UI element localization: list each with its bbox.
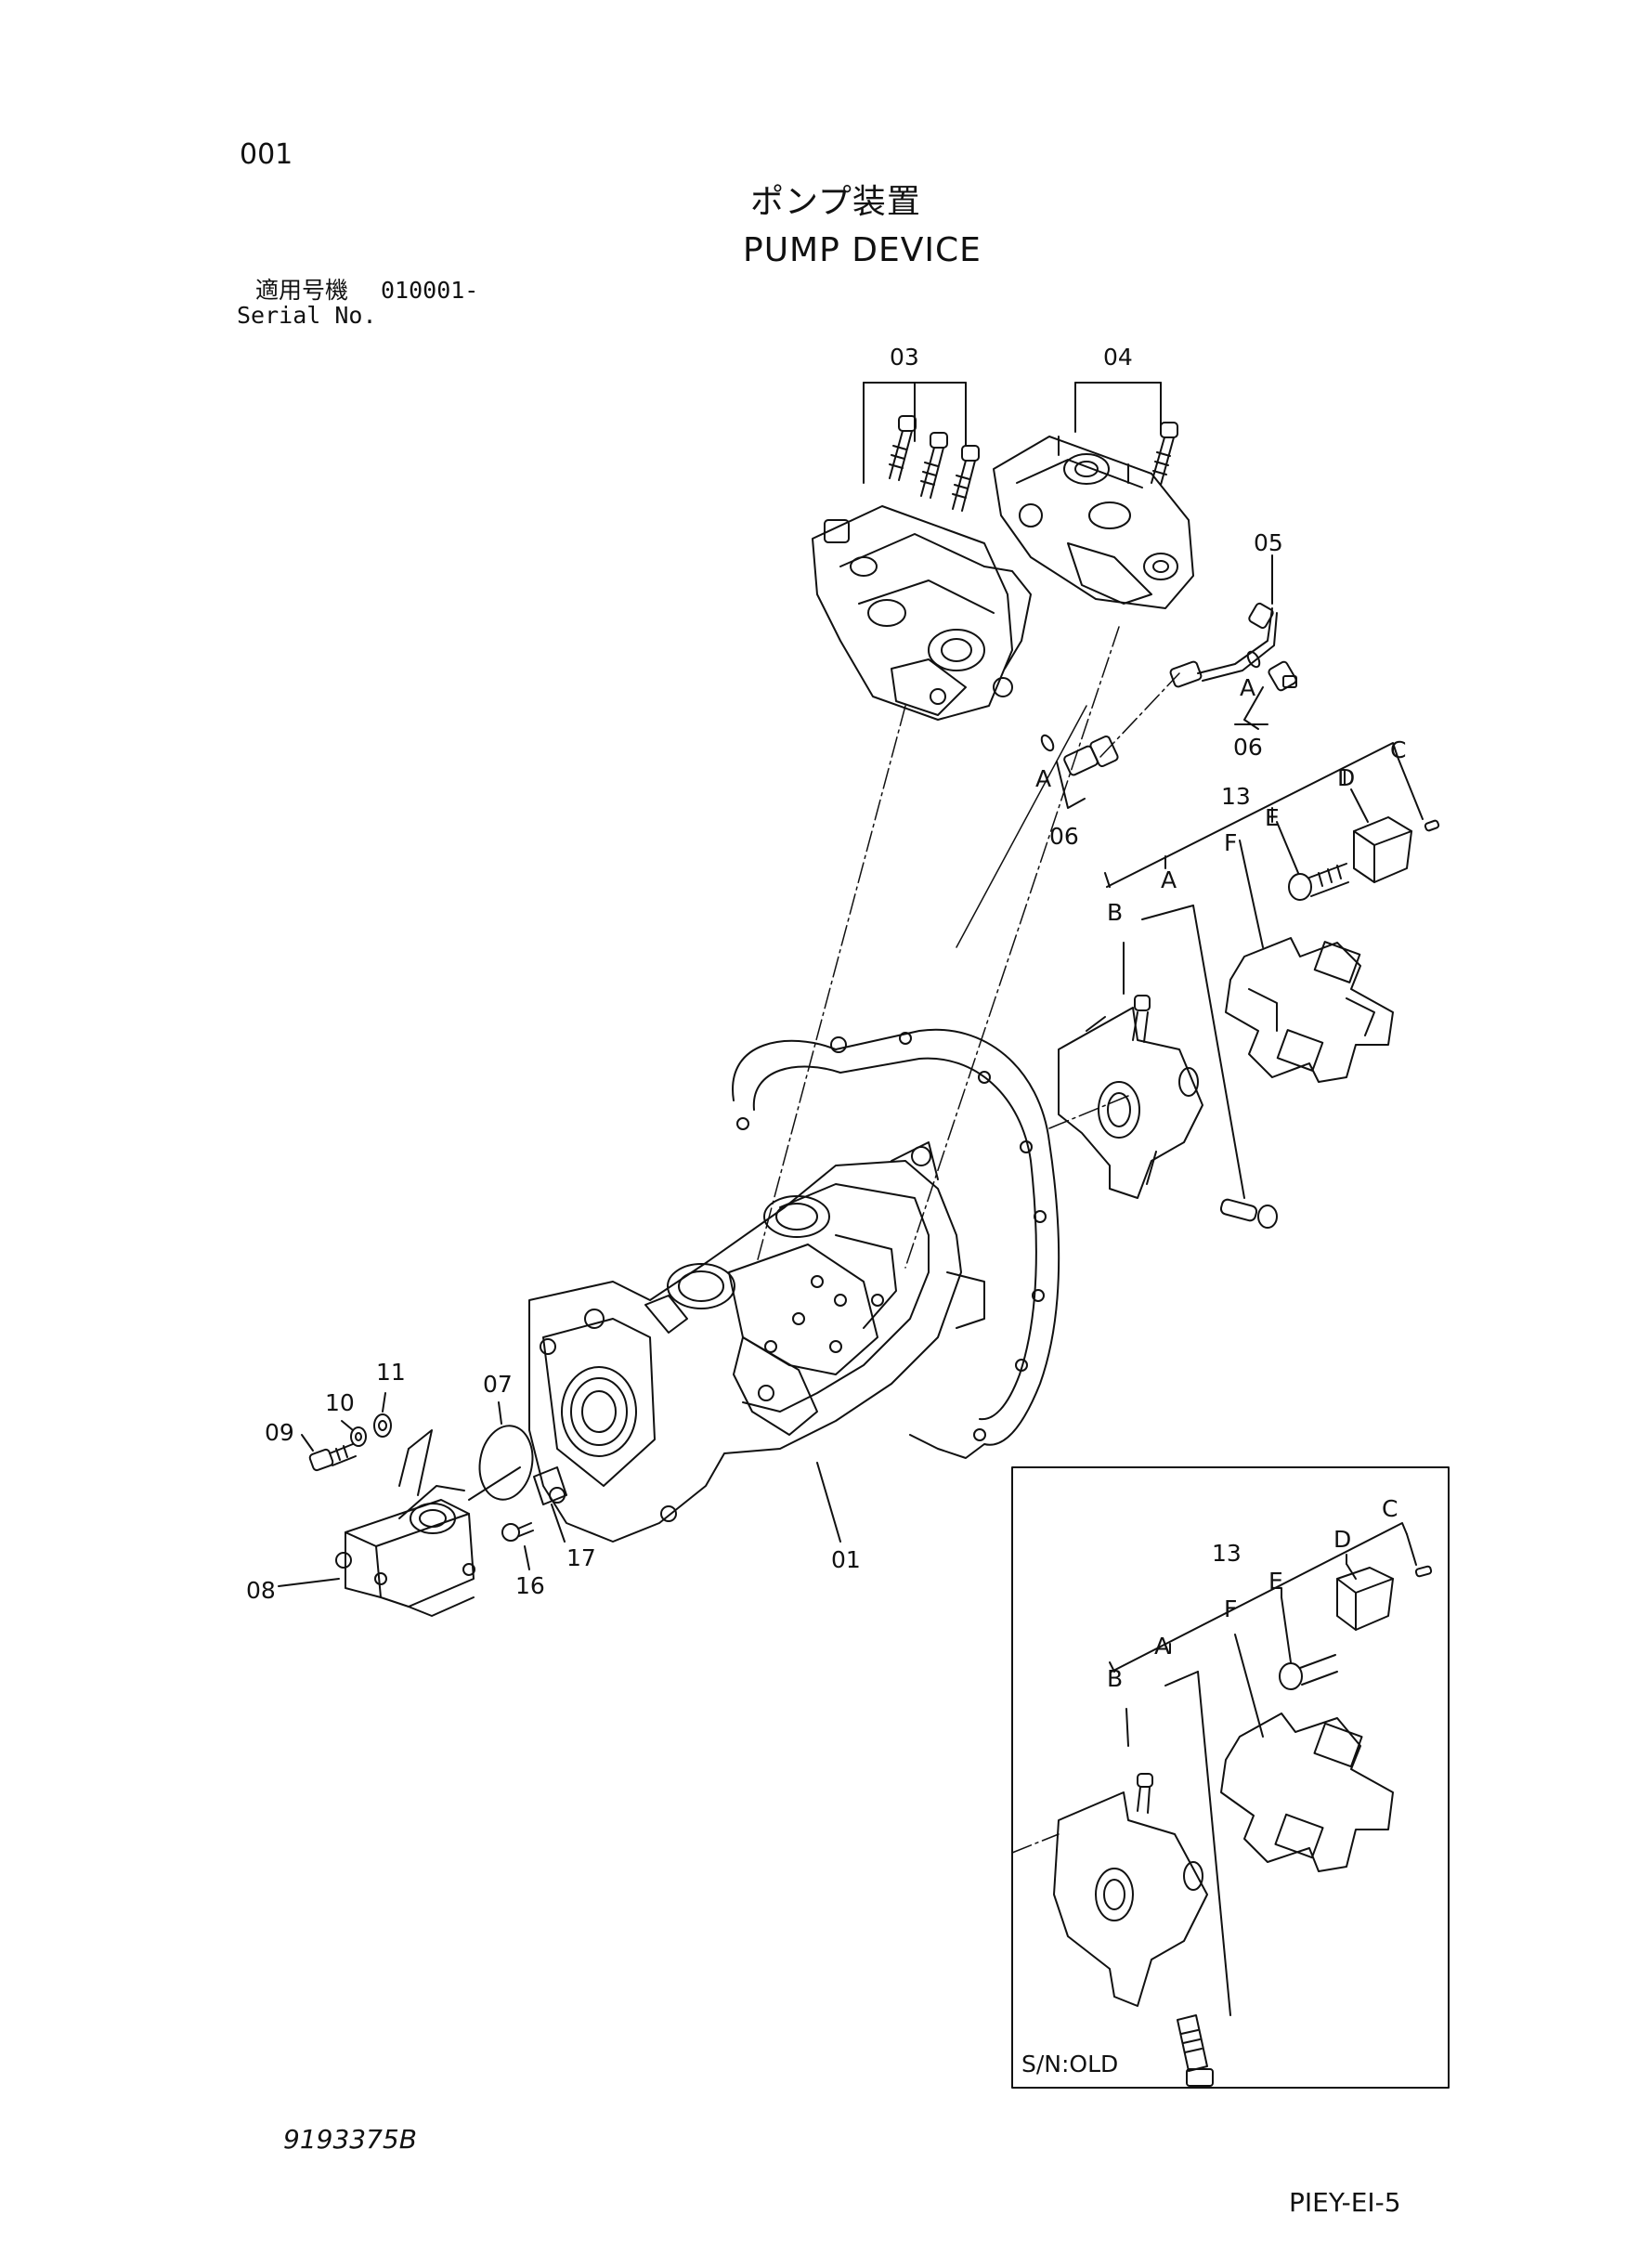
page-title: PUMP DEVICE [743,231,982,269]
inset-block-D-icon [1337,1568,1393,1630]
callout-10: 10 [325,1389,355,1416]
inset-callout-F: F [1224,1595,1238,1622]
callout-04: 04 [1103,344,1133,371]
callout-F: F [1224,829,1238,856]
callout-05: 05 [1254,529,1283,556]
bolt-03-b-icon [921,433,947,498]
serial-label-en: Serial No. [237,302,377,329]
washer-10-icon [351,1427,366,1446]
callout-E: E [1265,804,1280,831]
callout-A-coupling: A [1161,866,1177,893]
bolt-03-a-icon [890,416,916,480]
fitting-06-right-icon [1245,650,1297,692]
callout-leader-03 [864,383,966,483]
bolt-B-icon [1133,996,1150,1042]
callout-03: 03 [890,344,919,371]
callout-13: 13 [1221,783,1251,810]
pipe-05 [1169,602,1277,687]
inset-bolt-A-icon [1177,2015,1213,2086]
serial-value: 010001- [381,277,479,304]
callout-leader-13 [1105,743,1398,994]
regulator-04 [994,436,1193,608]
callout-leader-06 [1057,687,1268,808]
inset-callout-C: C [1382,1495,1398,1522]
plate-17-icon [534,1467,566,1504]
callout-D: D [1337,764,1356,791]
callout-07: 07 [483,1371,513,1398]
callout-leader-04 [1075,383,1161,432]
page-number: 001 [240,138,293,171]
callout-17: 17 [566,1544,596,1571]
alignment-lines [757,627,1179,1853]
inset-elastic-element-F [1221,1713,1393,1871]
inset-callout-E: E [1268,1568,1283,1595]
inset-callout-13: 13 [1212,1540,1242,1567]
title-jp: ポンプ装置 [750,183,921,221]
inset-bolt-E-icon [1280,1655,1337,1689]
callout-09: 09 [265,1419,294,1446]
inset-callout-leader-13 [1110,1523,1407,2015]
callout-06-right: 06 [1233,734,1263,761]
inset-callout-A: A [1154,1633,1171,1660]
callout-08: 08 [246,1577,276,1604]
inset-bolt-B-icon [1138,1774,1152,1813]
pin-C-icon [1424,820,1439,831]
block-D-icon [1354,817,1411,882]
callout-B: B [1107,899,1124,926]
inset-pin-C-icon [1415,1566,1432,1577]
gear-pump-08 [336,1486,475,1616]
inset-coupling-hub [1054,1792,1207,2006]
elastic-element-F [1226,938,1393,1082]
bolt-09-icon [309,1444,356,1471]
bolt-04-icon [1151,423,1177,485]
bolt-E-icon [1289,864,1348,900]
bolt-03-c-icon [953,446,979,511]
regulator-03 [813,506,1031,720]
serial-label-jp: 適用号機 [255,277,349,304]
callout-06-left: 06 [1049,823,1079,850]
inset-box [1012,1467,1449,2088]
callout-01: 01 [831,1546,861,1573]
inset-callout-D: D [1333,1526,1352,1553]
callout-C: C [1390,736,1407,763]
inset-label: S/N:OLD [1021,2051,1119,2077]
coupling-hub [1059,1008,1203,1198]
callout-A-left: A [1035,765,1052,792]
screw-16-icon [502,1523,533,1541]
drawing-number: 9193375B [283,2124,417,2155]
callout-16: 16 [515,1572,545,1599]
flywheel-housing [733,1030,1059,1458]
bolt-A-icon [1142,905,1277,1228]
callout-A-upper: A [1240,674,1256,701]
washer-11-icon [374,1414,391,1437]
fitting-06-left-icon [1039,734,1119,776]
inset-callout-B: B [1107,1665,1124,1692]
main-pump-01 [529,1142,984,1542]
o-ring-07-icon [474,1422,538,1504]
callout-11: 11 [376,1359,406,1386]
page-reference: PIEY-EI-5 [1289,2187,1401,2218]
